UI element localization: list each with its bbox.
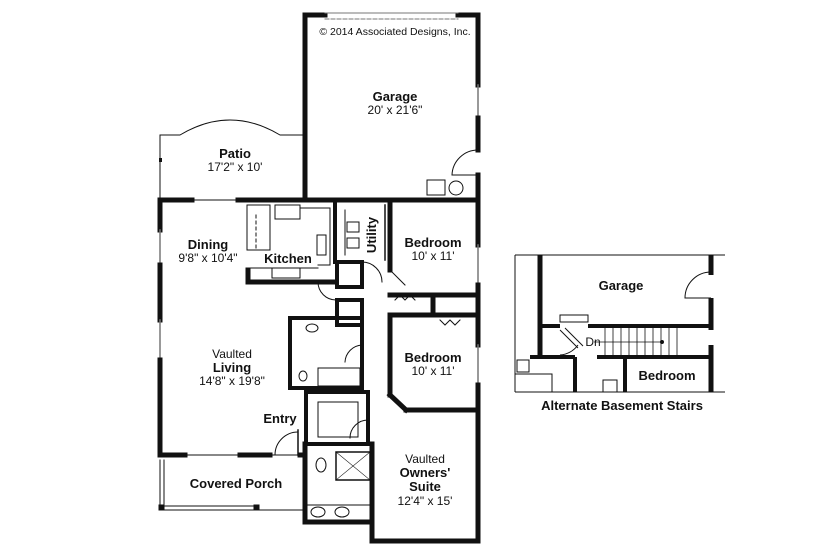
room-dims: 14'8" x 19'8" [199, 374, 265, 389]
room-name: Living [212, 360, 252, 376]
room-entry: Entry [263, 411, 297, 426]
room-bedroom-1: Bedroom 10' x 11' [404, 235, 462, 264]
room-dims: 10' x 11' [411, 249, 455, 264]
room-garage: Garage 20' x 21'6" [367, 89, 423, 118]
room-name: Bedroom [404, 235, 462, 250]
room-prefix: Vaulted [212, 347, 252, 361]
room-dims: 20' x 21'6" [367, 103, 423, 118]
room-name: Patio [219, 146, 251, 161]
room-name: Kitchen [264, 251, 312, 266]
room-prefix: Vaulted [405, 452, 445, 466]
room-name: Owners' [399, 465, 451, 481]
alternate-plan-drawing [514, 254, 725, 393]
room-dims: 17'2" x 10' [207, 160, 263, 175]
alt-room-bedroom: Bedroom [638, 368, 696, 383]
alternate-plan-title: Alternate Basement Stairs [541, 398, 703, 413]
room-name: Dining [187, 237, 229, 252]
room-utility: Utility [363, 216, 379, 254]
room-dining: Dining 9'8" x 10'4" [178, 237, 238, 266]
room-dims: 10' x 11' [411, 364, 455, 379]
room-name: Bedroom [404, 350, 462, 365]
alt-room-garage: Garage [598, 278, 644, 293]
stairs-down-label: Dn [585, 335, 601, 349]
room-kitchen: Kitchen [264, 251, 312, 266]
room-dims: 9'8" x 10'4" [178, 251, 238, 266]
room-covered-porch: Covered Porch [189, 476, 283, 491]
room-owners-suite: Vaulted Owners' Suite 12'4" x 15' [397, 452, 453, 508]
room-bedroom-2: Bedroom 10' x 11' [404, 350, 462, 379]
garage-walls [302, 12, 481, 203]
room-living: Vaulted Living 14'8" x 19'8" [199, 347, 265, 389]
room-dims: 12'4" x 15' [397, 493, 453, 508]
room-patio: Patio 17'2" x 10' [207, 146, 263, 175]
room-name: Garage [372, 89, 418, 104]
room-name-2: Suite [409, 479, 441, 495]
copyright-notice: © 2014 Associated Designs, Inc. [319, 26, 471, 38]
